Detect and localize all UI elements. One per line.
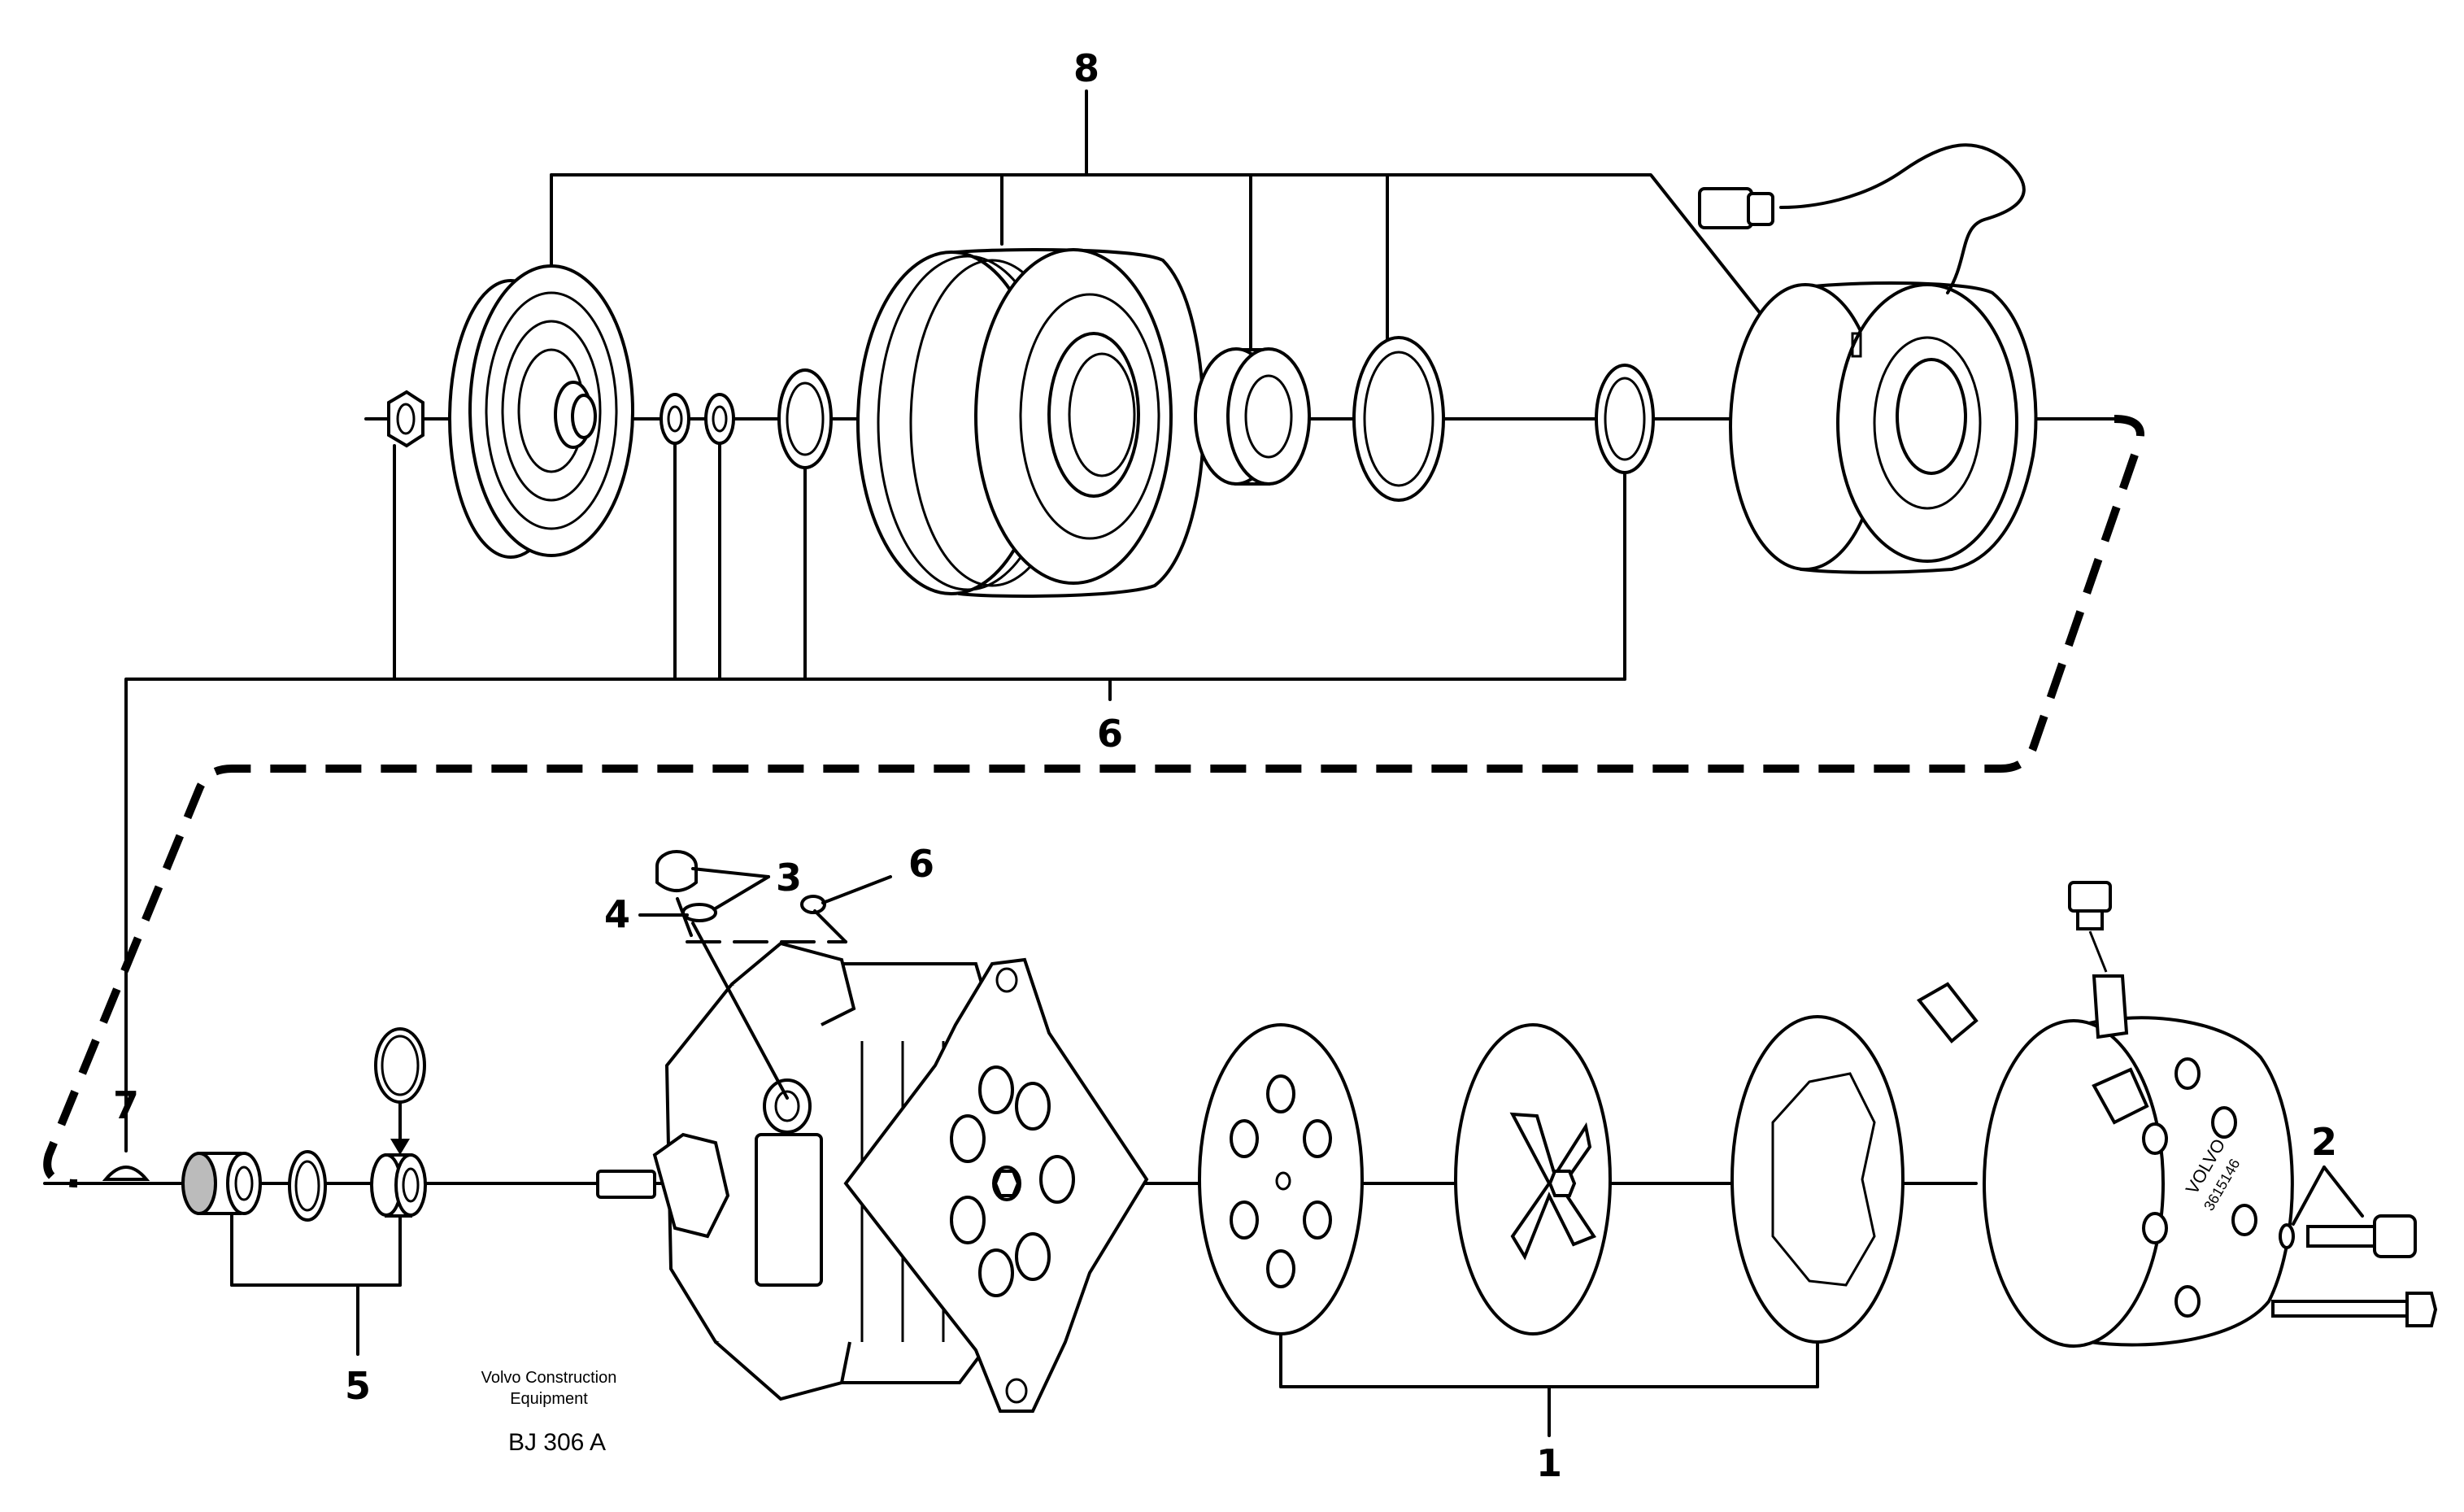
head-bolts <box>2271 1214 2438 1327</box>
service-port-fittings <box>1916 881 2149 1125</box>
seal-o-ring <box>374 1027 426 1155</box>
coil-connector <box>1698 143 2026 294</box>
credit-line-2: Equipment <box>510 1390 588 1408</box>
oil-filler-plug <box>655 850 826 1100</box>
callout-2-leader <box>2292 1166 2364 1226</box>
compressor-flange <box>843 957 1149 1413</box>
callout-8: 8 <box>1073 46 1099 90</box>
cylinder-head: VOLVO 3615146 <box>1983 1016 2294 1348</box>
shim-washers <box>660 393 735 445</box>
snap-ring-pulley <box>1352 336 1445 502</box>
callout-4: 4 <box>604 892 630 936</box>
callout-3: 3 <box>776 856 802 900</box>
valve-plate-gasket <box>1198 1023 1364 1336</box>
seal-seat <box>370 1153 427 1218</box>
pulley <box>856 248 1206 598</box>
callout-5-leader <box>230 1212 402 1356</box>
callout-6-top: 6 <box>1097 712 1123 756</box>
compressor-body <box>596 941 998 1401</box>
document-id: BJ 306 A <box>508 1429 606 1456</box>
callout-1-leader <box>1279 1332 1819 1437</box>
callout-1: 1 <box>1536 1441 1562 1485</box>
callout-3-4-6-leaders <box>638 867 892 943</box>
snap-ring-coil <box>1595 364 1655 474</box>
armature-plate <box>448 264 634 559</box>
shaft-seal-cartridge <box>181 1152 262 1215</box>
shaft-alignment-dashed <box>43 415 2144 1187</box>
pulley-bearing <box>1194 347 1311 486</box>
head-gasket <box>1730 1015 1905 1344</box>
callout-6-top-leader <box>124 442 1626 1153</box>
shaft-key <box>102 1166 150 1181</box>
credit-line-1: Volvo Construction <box>481 1369 617 1387</box>
seal-snap-ring <box>288 1150 327 1222</box>
callout-2: 2 <box>2311 1120 2337 1164</box>
snap-ring-front <box>777 368 833 469</box>
valve-plate <box>1454 1023 1612 1336</box>
callout-5: 5 <box>345 1364 371 1408</box>
callout-8-leader <box>550 89 1791 351</box>
field-coil <box>1729 281 2038 574</box>
callout-6-bottom: 6 <box>908 842 934 886</box>
callout-7: 7 <box>113 1083 139 1127</box>
clutch-nut <box>387 390 424 448</box>
